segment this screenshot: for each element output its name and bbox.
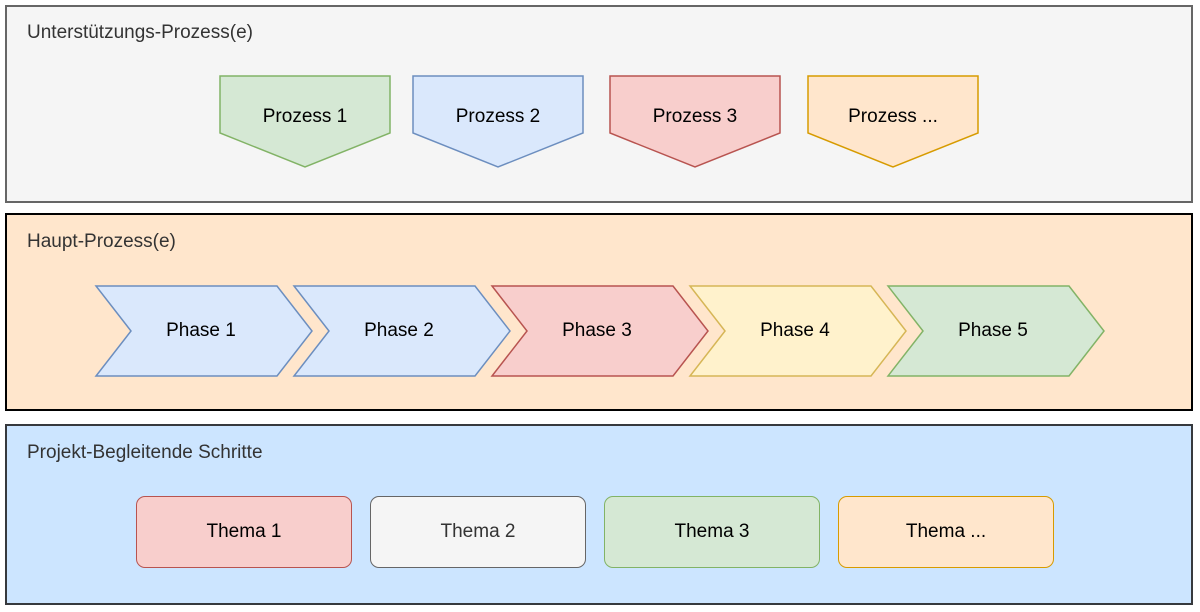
phase-chevron-4: Phase 4 xyxy=(688,285,907,377)
phase-chevron-3-label: Phase 3 xyxy=(562,320,632,341)
process-pentagon-3-label: Prozess 3 xyxy=(653,106,737,127)
phase-chevron-5-shape xyxy=(886,285,1105,377)
process-pentagon-2-label: Prozess 2 xyxy=(456,106,540,127)
topic-box-label: Thema 3 xyxy=(674,521,750,542)
phase-chevron-3-shape xyxy=(490,285,709,377)
phase-chevron-3: Phase 3 xyxy=(490,285,709,377)
topic-box-label: Thema 2 xyxy=(440,521,516,542)
process-pentagon-4-shape xyxy=(807,75,979,168)
process-pentagon-1: Prozess 1 xyxy=(219,75,391,168)
phase-chevron-1-label: Phase 1 xyxy=(166,320,236,341)
phase-chevron-1: Phase 1 xyxy=(94,285,313,377)
process-pentagon-4-label: Prozess ... xyxy=(848,106,938,127)
topic-box-2: Thema 2 xyxy=(370,496,586,568)
topic-box-4: Thema ... xyxy=(838,496,1054,568)
phase-chevron-2-label: Phase 2 xyxy=(364,320,434,341)
topic-box-label: Thema 1 xyxy=(206,521,282,542)
process-pentagon-1-label: Prozess 1 xyxy=(263,106,347,127)
process-pentagon-3: Prozess 3 xyxy=(609,75,781,168)
process-pentagon-1-shape xyxy=(219,75,391,168)
project-steps-lane-title: Projekt-Begleitende Schritte xyxy=(27,442,263,463)
phase-chevron-5: Phase 5 xyxy=(886,285,1105,377)
phase-chevron-5-label: Phase 5 xyxy=(958,320,1028,341)
process-pentagon-2-shape xyxy=(412,75,584,168)
process-pentagon-2: Prozess 2 xyxy=(412,75,584,168)
topic-box-3: Thema 3 xyxy=(604,496,820,568)
topic-box-1: Thema 1 xyxy=(136,496,352,568)
process-pentagon-3-shape xyxy=(609,75,781,168)
main-process-lane-title: Haupt-Prozess(e) xyxy=(27,231,176,252)
phase-chevron-2-shape xyxy=(292,285,511,377)
phase-chevron-2: Phase 2 xyxy=(292,285,511,377)
phase-chevron-1-shape xyxy=(94,285,313,377)
support-process-lane-title: Unterstützungs-Prozess(e) xyxy=(27,22,253,43)
phase-chevron-4-shape xyxy=(688,285,907,377)
process-pentagon-4: Prozess ... xyxy=(807,75,979,168)
phase-chevron-4-label: Phase 4 xyxy=(760,320,830,341)
topic-box-label: Thema ... xyxy=(905,521,987,542)
support-process-lane: Unterstützungs-Prozess(e) xyxy=(5,5,1193,203)
